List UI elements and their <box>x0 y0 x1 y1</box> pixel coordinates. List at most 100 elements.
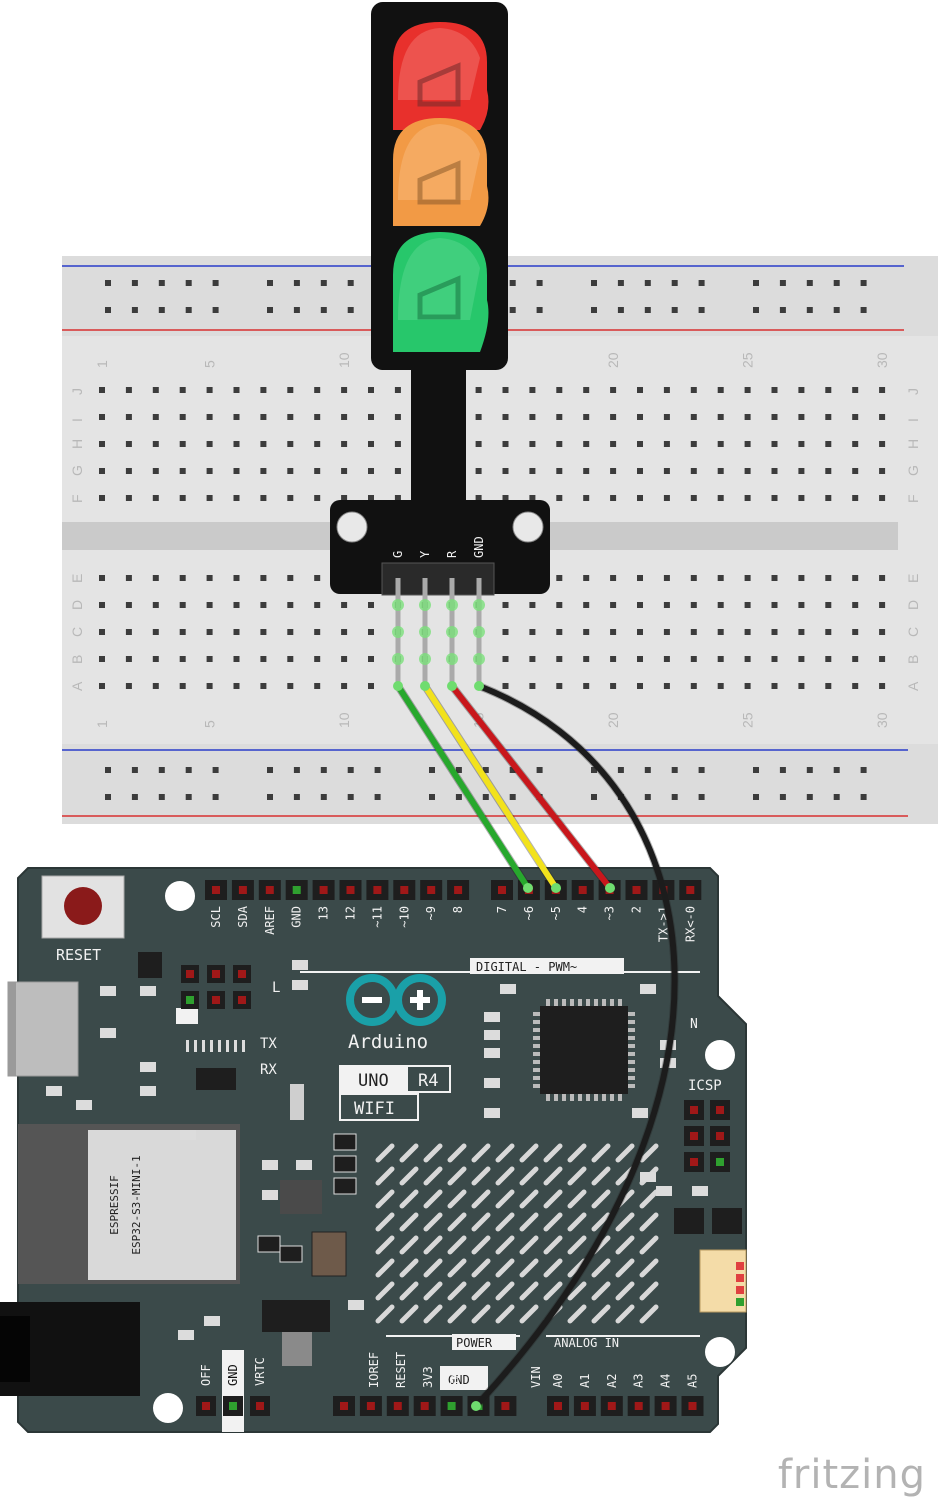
usb-connector <box>7 981 79 1077</box>
matrix-led <box>639 1143 659 1163</box>
breadboard-hole <box>637 629 643 635</box>
matrix-led <box>471 1166 491 1186</box>
breadboard-hole <box>610 387 617 393</box>
breadboard-hole <box>152 441 159 447</box>
rail-hole <box>267 767 273 773</box>
header-pin <box>202 1402 210 1410</box>
wire-gnd[interactable] <box>473 683 678 1409</box>
rail-hole <box>131 280 138 286</box>
breadboard-hole <box>529 656 536 662</box>
header-pin <box>498 886 506 894</box>
rail-hole <box>131 794 138 800</box>
column-number: 20 <box>605 352 621 368</box>
matrix-led <box>615 1143 635 1163</box>
breadboard-hole <box>852 387 859 393</box>
wire-g[interactable] <box>395 683 531 891</box>
breadboard-hole <box>744 495 751 501</box>
breadboard-hole <box>744 414 751 420</box>
breadboard-hole <box>206 656 213 662</box>
breadboard-hole <box>260 683 267 689</box>
rail-hole <box>860 280 867 286</box>
icsp-pin <box>690 1158 698 1166</box>
rail-hole <box>753 767 759 773</box>
breadboard-hole <box>260 387 267 393</box>
breadboard-hole <box>206 629 213 635</box>
connected-hole <box>446 653 458 665</box>
breadboard-hole <box>179 575 186 581</box>
breadboard-hole <box>125 629 132 635</box>
wire-y[interactable] <box>422 683 559 891</box>
row-letter: H <box>905 439 921 449</box>
breadboard-hole <box>341 602 348 608</box>
breadboard-hole <box>610 414 617 420</box>
mount-hole-left <box>336 511 368 543</box>
traffic-light-pin-label: R <box>445 550 459 558</box>
mount-hole <box>705 1040 735 1070</box>
rail-hole <box>429 767 435 773</box>
smd-component <box>333 1177 357 1195</box>
rail-hole <box>212 307 219 313</box>
breadboard-hole <box>341 468 348 474</box>
breadboard-hole <box>394 495 401 501</box>
matrix-led <box>639 1304 659 1324</box>
breadboard-hole <box>556 468 563 474</box>
breadboard-hole <box>341 629 348 635</box>
rail-hole <box>105 280 111 286</box>
breadboard-hole <box>771 683 778 689</box>
row-letter: B <box>905 655 921 664</box>
smd-component <box>262 1190 278 1200</box>
pin-label: AREF <box>263 906 277 935</box>
breadboard-hole <box>798 495 805 501</box>
breadboard-hole <box>152 656 159 662</box>
pin-label: SDA <box>236 905 250 927</box>
breadboard-hole <box>825 656 832 662</box>
breadboard-hole <box>825 683 832 689</box>
rail-hole <box>509 767 516 773</box>
led-l-label: L <box>272 980 280 996</box>
wire-r[interactable] <box>449 683 613 891</box>
led-tx-label: TX <box>260 1036 277 1052</box>
matrix-led <box>543 1166 563 1186</box>
breadboard-hole <box>825 629 832 635</box>
matrix-led <box>639 1189 659 1209</box>
rail-hole <box>591 767 597 773</box>
breadboard-hole <box>125 387 132 393</box>
rail-hole <box>536 280 543 286</box>
breadboard-hole <box>798 656 805 662</box>
brand-label: Arduino <box>348 1031 428 1053</box>
breadboard-hole <box>502 629 509 635</box>
matrix-led <box>375 1304 395 1324</box>
rail-hole <box>105 794 111 800</box>
reset-button-cap[interactable] <box>64 887 102 925</box>
pin-label: GND <box>290 906 304 928</box>
breadboard-hole <box>152 575 159 581</box>
pin-label: 2 <box>630 906 644 913</box>
breadboard-hole <box>879 414 886 420</box>
pin-label: 5V <box>448 1374 462 1388</box>
row-letter: J <box>69 388 85 395</box>
breadboard-hole <box>233 495 240 501</box>
breadboard-hole <box>368 602 374 608</box>
breadboard-hole <box>717 629 724 635</box>
matrix-led <box>447 1281 467 1301</box>
smd-component <box>140 986 156 996</box>
matrix-led <box>423 1281 443 1301</box>
breadboard-hole <box>690 387 697 393</box>
breadboard-hole <box>206 495 213 501</box>
breadboard-hole <box>368 387 374 393</box>
breadboard-hole <box>287 602 294 608</box>
rail-hole <box>860 767 867 773</box>
matrix-led <box>399 1304 419 1324</box>
breadboard-hole <box>610 629 617 635</box>
status-leds <box>181 965 251 1009</box>
breadboard-hole <box>233 468 240 474</box>
matrix-led <box>399 1189 419 1209</box>
breadboard-hole <box>610 683 617 689</box>
breadboard-hole <box>125 414 132 420</box>
row-letter: G <box>69 465 85 476</box>
breadboard-hole <box>368 629 374 635</box>
breadboard-hole <box>556 656 563 662</box>
matrix-led <box>375 1189 395 1209</box>
breadboard-hole <box>610 495 617 501</box>
pin-label: OFF <box>199 1364 213 1386</box>
